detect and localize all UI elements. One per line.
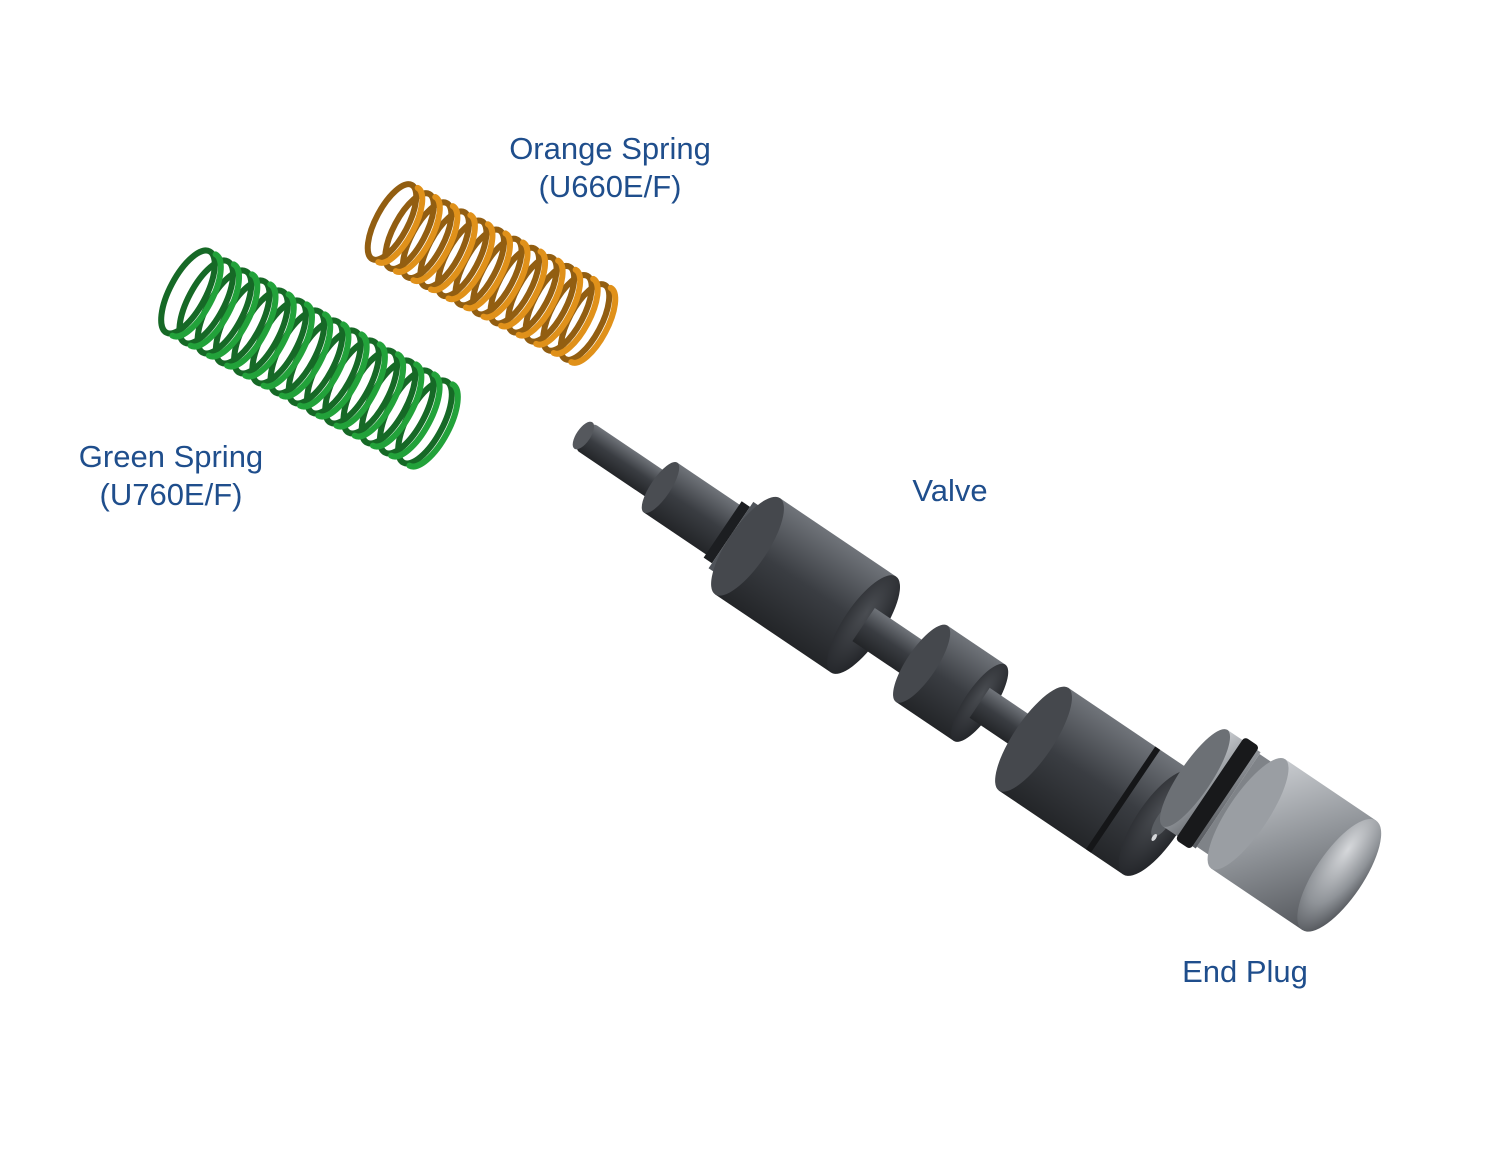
valve-label: Valve [912, 473, 988, 508]
green-spring-model: (U760E/F) [99, 477, 243, 512]
green-spring-name: Green Spring [78, 439, 264, 474]
orange-spring-name: Orange Spring [509, 131, 711, 166]
spring-coil-front [515, 257, 566, 339]
spring-coil-front [375, 184, 426, 266]
spring-coil-front [333, 341, 388, 430]
spring-coil-front [260, 301, 315, 390]
spring-coil-front [224, 281, 279, 370]
spring-coil-front [351, 351, 407, 440]
spring-coil-front [427, 212, 478, 294]
spring-coil-front [568, 284, 619, 366]
end-plug [1159, 729, 1382, 932]
spring-coil-front [297, 321, 352, 410]
spring-coil-front [463, 230, 513, 312]
spring-coil-front [498, 248, 549, 330]
spring-coil-front [533, 266, 584, 348]
spring-coil-front [480, 239, 531, 321]
spring-coil-front [392, 194, 443, 275]
spring-coil-front [187, 261, 243, 350]
orange-spring-model: (U660E/F) [538, 169, 682, 204]
spring-coil-front [369, 361, 425, 450]
green-spring [158, 247, 461, 470]
spring-coil-front [406, 381, 461, 470]
spring-coil-front [315, 331, 370, 420]
orange-spring [364, 181, 619, 366]
orange-spring-label: Orange Spring (U660E/F) [470, 130, 750, 206]
green-spring-label: Green Spring (U760E/F) [40, 438, 302, 514]
spring-coil-front [550, 275, 601, 357]
end-plug-label: End Plug [1182, 954, 1308, 989]
spring-coil-front [205, 271, 261, 360]
spring-coil-front [169, 251, 224, 340]
spring-coil-front [278, 311, 334, 400]
spring-coil-front [445, 221, 496, 303]
spring-coil-front [242, 291, 297, 380]
valve [572, 421, 1198, 876]
spring-coil-back [176, 257, 237, 347]
spring-coil-back [364, 181, 420, 263]
spring-coil-front [388, 371, 443, 460]
spring-coil-back [382, 190, 437, 272]
spring-coil-front [410, 203, 461, 284]
spring-coil-back [158, 247, 218, 337]
